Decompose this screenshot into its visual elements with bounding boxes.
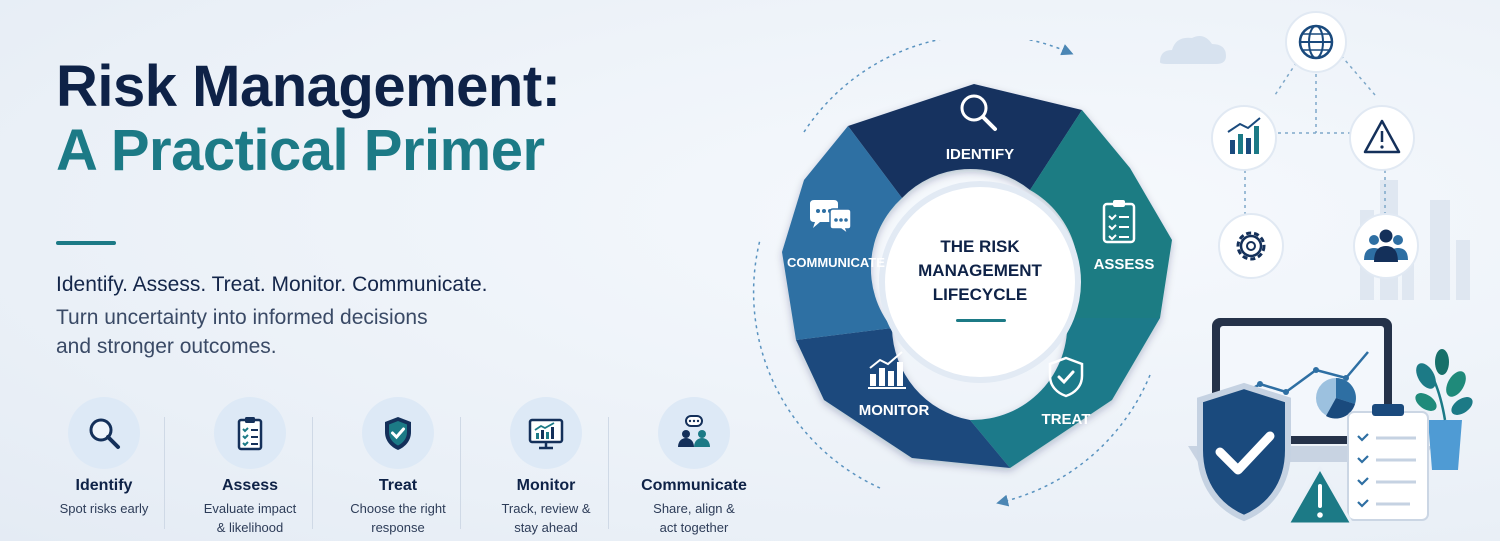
page-title: Risk Management: A Practical Primer xyxy=(56,54,561,183)
segment-label-assess: ASSESS xyxy=(1094,256,1155,273)
step-desc-line-2: stay ahead xyxy=(514,520,578,535)
step-desc-line-2: & likelihood xyxy=(216,520,284,535)
step-desc: Track, review & stay ahead xyxy=(472,499,620,537)
accent-rule xyxy=(56,241,116,245)
step-desc-line-1: Choose the right xyxy=(350,501,446,516)
subtitle-line-1: Turn uncertainty into informed decisions xyxy=(56,306,428,329)
step-communicate: Communicate Share, align & act together xyxy=(620,395,768,541)
step-name: Communicate xyxy=(641,477,747,494)
clipboard-checklist-icon xyxy=(214,397,286,469)
segment-identify xyxy=(848,84,1082,198)
team-icon xyxy=(1353,213,1419,279)
subtitle-line-2: and stronger outcomes. xyxy=(56,335,277,358)
cycle-arrow-top xyxy=(803,34,1074,133)
step-assess: Assess Evaluate impact & likelihood xyxy=(176,395,324,541)
step-desc-line-1: Evaluate impact xyxy=(203,501,297,516)
magnifier-icon xyxy=(68,397,140,469)
warning-icon xyxy=(1349,105,1415,171)
step-monitor: Monitor Track, review & stay ahead xyxy=(472,395,620,541)
cycle-arrow-bottom xyxy=(996,374,1151,507)
shield-check-icon xyxy=(362,397,434,469)
cloud-icon xyxy=(1160,36,1226,64)
step-identify: Identify Spot risks early xyxy=(30,395,178,541)
plant-illustration xyxy=(1415,349,1473,470)
step-name: Identify xyxy=(75,477,133,494)
divider xyxy=(312,417,313,529)
segment-communicate xyxy=(782,126,902,340)
step-desc: Share, align & act together xyxy=(620,499,768,537)
globe-icon xyxy=(1285,11,1347,73)
tagline: Identify. Assess. Treat. Monitor. Commun… xyxy=(56,273,488,296)
divider xyxy=(164,417,165,529)
step-desc: Evaluate impact & likelihood xyxy=(176,499,324,537)
divider xyxy=(460,417,461,529)
step-desc-line-1: Share, align & xyxy=(653,501,735,516)
segment-label-communicate: COMMUNICATE xyxy=(787,255,885,270)
monitor-chart-icon xyxy=(868,351,906,389)
center-line-1: THE RISK xyxy=(940,237,1020,256)
illustration-cluster xyxy=(1140,0,1500,541)
step-desc-line-1: Track, review & xyxy=(501,501,591,516)
step-name: Assess xyxy=(221,477,279,494)
segment-monitor xyxy=(796,328,1010,468)
step-desc: Choose the right response xyxy=(324,499,472,537)
people-chat-icon xyxy=(658,397,730,469)
step-desc-line-2: act together xyxy=(659,520,729,535)
step-name: Treat xyxy=(378,477,418,494)
title-line-1: Risk Management: xyxy=(56,54,561,119)
divider xyxy=(608,417,609,529)
monitor-chart-icon xyxy=(510,397,582,469)
step-name: Monitor xyxy=(516,477,576,494)
step-desc: Spot risks early xyxy=(30,499,178,518)
subtitle: Turn uncertainty into informed decisions… xyxy=(56,303,576,361)
segment-label-identify: IDENTIFY xyxy=(946,146,1014,163)
lifecycle-wheel: THE RISK MANAGEMENT LIFECYCLE IDENTIFY A… xyxy=(752,34,1192,510)
steps-row: Identify Spot risks early Assess Evaluat… xyxy=(30,395,760,541)
gear-icon xyxy=(1218,213,1284,279)
chart-up-icon xyxy=(1211,105,1277,171)
cycle-arrow-left xyxy=(752,239,881,489)
center-disc xyxy=(879,181,1081,383)
warning-icon xyxy=(1286,466,1354,526)
segment-label-monitor: MONITOR xyxy=(859,402,930,419)
shield-check-icon xyxy=(1197,382,1291,522)
center-rule xyxy=(956,319,1006,322)
center-line-2: MANAGEMENT xyxy=(918,261,1042,280)
segment-assess xyxy=(1030,110,1172,318)
step-desc-line-1: Spot risks early xyxy=(59,501,149,516)
chat-bubbles-icon xyxy=(810,200,852,237)
clipboard-checklist-icon xyxy=(1347,404,1429,521)
segment-label-treat: TREAT xyxy=(1042,411,1091,428)
step-treat: Treat Choose the right response xyxy=(324,395,472,541)
center-line-3: LIFECYCLE xyxy=(933,285,1027,304)
shield-check-icon xyxy=(1048,356,1084,398)
title-line-2: A Practical Primer xyxy=(56,118,545,183)
segment-treat xyxy=(970,318,1160,468)
magnifier-icon xyxy=(960,94,997,131)
step-desc-line-2: response xyxy=(371,520,425,535)
clipboard-checklist-icon xyxy=(1102,200,1136,244)
